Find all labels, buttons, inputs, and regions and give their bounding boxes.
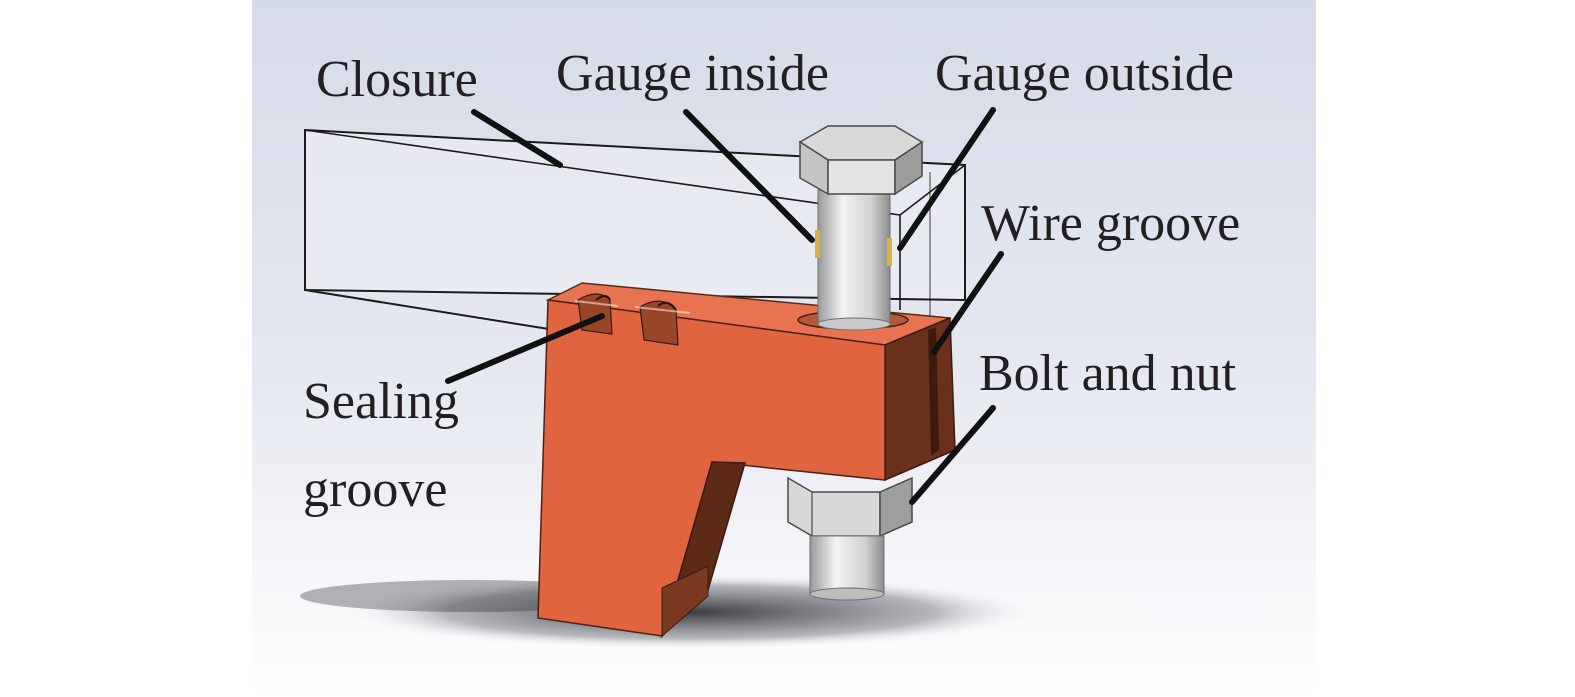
label-gauge-inside: Gauge inside xyxy=(556,45,829,102)
leader-wire-groove xyxy=(931,251,1004,355)
clamp-leg-bottom xyxy=(661,565,709,638)
label-wire-groove: Wire groove xyxy=(981,195,1241,252)
label-sealing-groove-line1: Sealing xyxy=(303,373,459,430)
label-bolt-and-nut: Bolt and nut xyxy=(979,345,1237,402)
label-closure: Closure xyxy=(316,51,478,108)
leader-sealing-groove xyxy=(445,313,605,384)
bolt-shank xyxy=(817,189,891,325)
label-gauge-outside: Gauge outside xyxy=(935,45,1234,102)
bolt-shank-lower xyxy=(809,535,885,595)
gauge-inside-patch xyxy=(815,230,820,258)
leader-closure xyxy=(471,109,563,168)
bolt-and-nut xyxy=(787,125,924,601)
wire-groove-slot xyxy=(928,327,939,456)
label-sealing-groove: Sealing groove xyxy=(303,358,459,534)
leader-gauge-inside xyxy=(683,109,815,243)
leader-gauge-outside xyxy=(897,107,996,251)
clamp-body xyxy=(537,282,956,639)
label-sealing-groove-line2: groove xyxy=(303,461,448,518)
leader-lines xyxy=(445,107,1004,505)
gauge-outside-patch xyxy=(887,238,892,266)
leader-bolt-and-nut xyxy=(909,405,996,505)
